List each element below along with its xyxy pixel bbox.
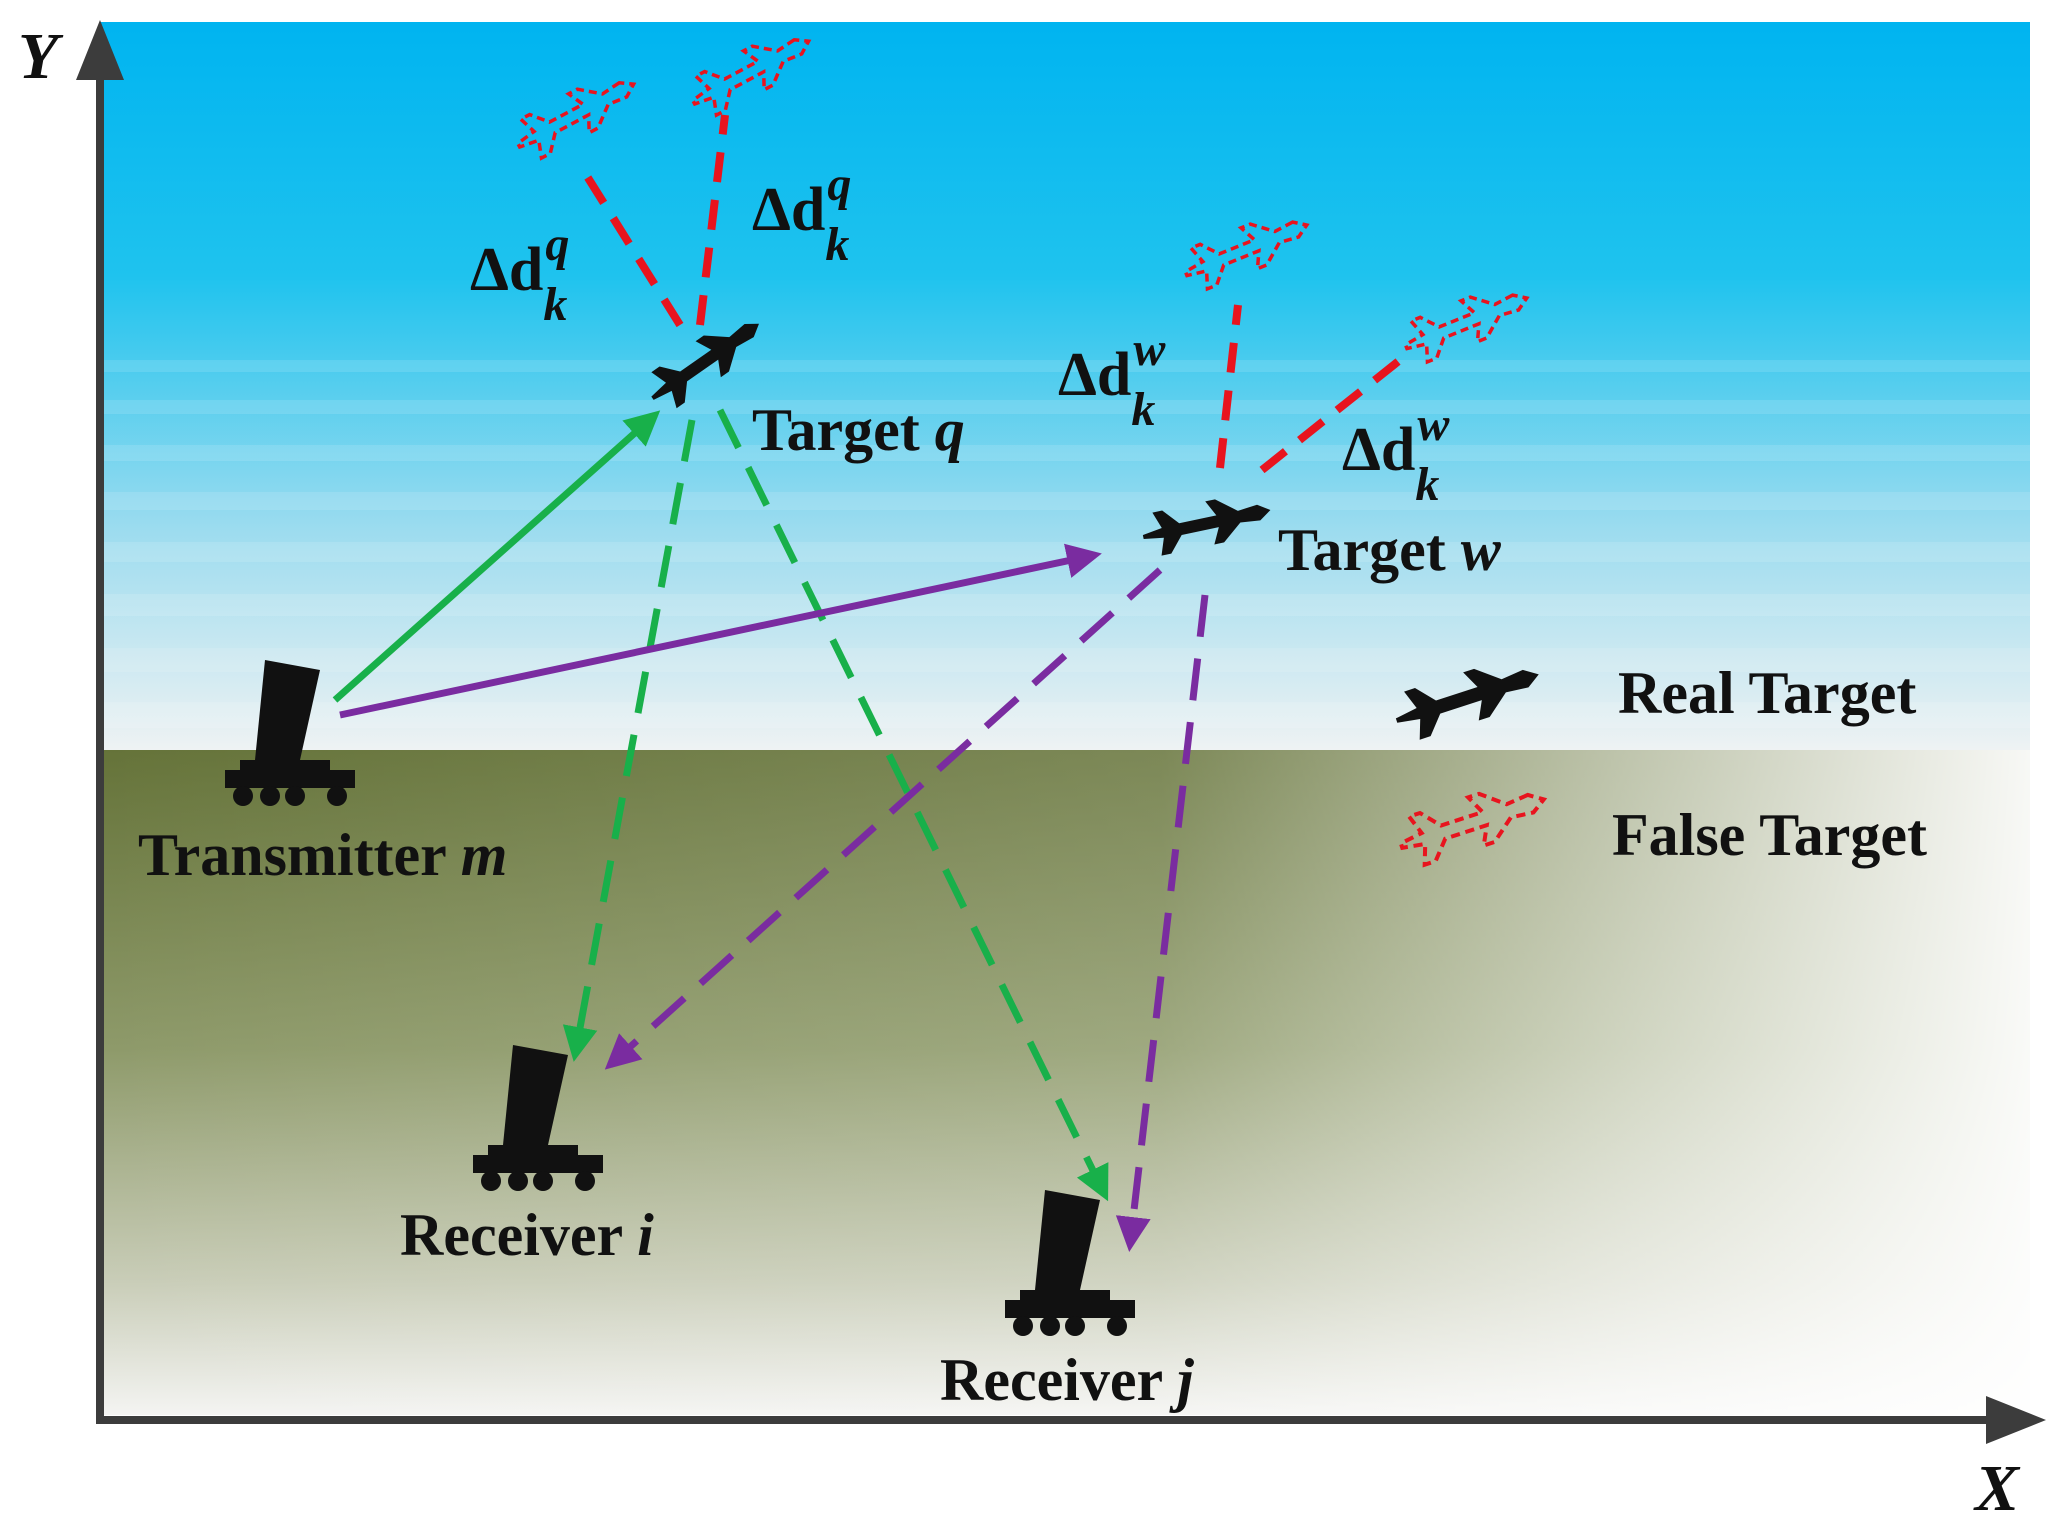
- axes: [76, 20, 2046, 1444]
- signal-paths-target-w: [339, 543, 1209, 1252]
- target-w-label: Target w: [1278, 517, 1502, 583]
- y-axis-arrowhead: [76, 20, 124, 80]
- target-q-to-receiver-i-path: [562, 419, 696, 1062]
- target-q-label: Target q: [752, 397, 965, 463]
- receiver-i-label: Receiver i: [400, 1202, 654, 1268]
- y-axis-label: Y: [18, 20, 64, 93]
- offset-q-right-line: [696, 114, 729, 326]
- legend-false-target-label: False Target: [1612, 802, 1927, 868]
- target-q-to-receiver-j-path: [716, 408, 1109, 1202]
- x-axis-arrowhead: [1986, 1396, 2046, 1444]
- signal-paths-target-q: [332, 408, 1109, 1202]
- sky-stripes: [100, 360, 2030, 728]
- offset-q-left-line: [576, 162, 684, 328]
- offset-w-left-line: [1216, 304, 1242, 469]
- tx-to-target-w-path: [339, 543, 1102, 719]
- legend-real-target-label: Real Target: [1618, 660, 1916, 726]
- transmitter-label: Transmitter m: [138, 822, 507, 888]
- x-axis-label: X: [1973, 1452, 2021, 1525]
- legend: Real Target False Target: [1388, 650, 1927, 869]
- false-target-offsets: [576, 114, 1403, 474]
- target-w-to-receiver-i-path: [604, 567, 1163, 1070]
- tx-to-target-q-path: [332, 410, 661, 703]
- receiver-j-label: Receiver j: [940, 1347, 1194, 1413]
- offset-w-right-line: [1259, 356, 1403, 474]
- sky-region: [100, 22, 2030, 750]
- target-w-to-receiver-j-path: [1115, 594, 1209, 1252]
